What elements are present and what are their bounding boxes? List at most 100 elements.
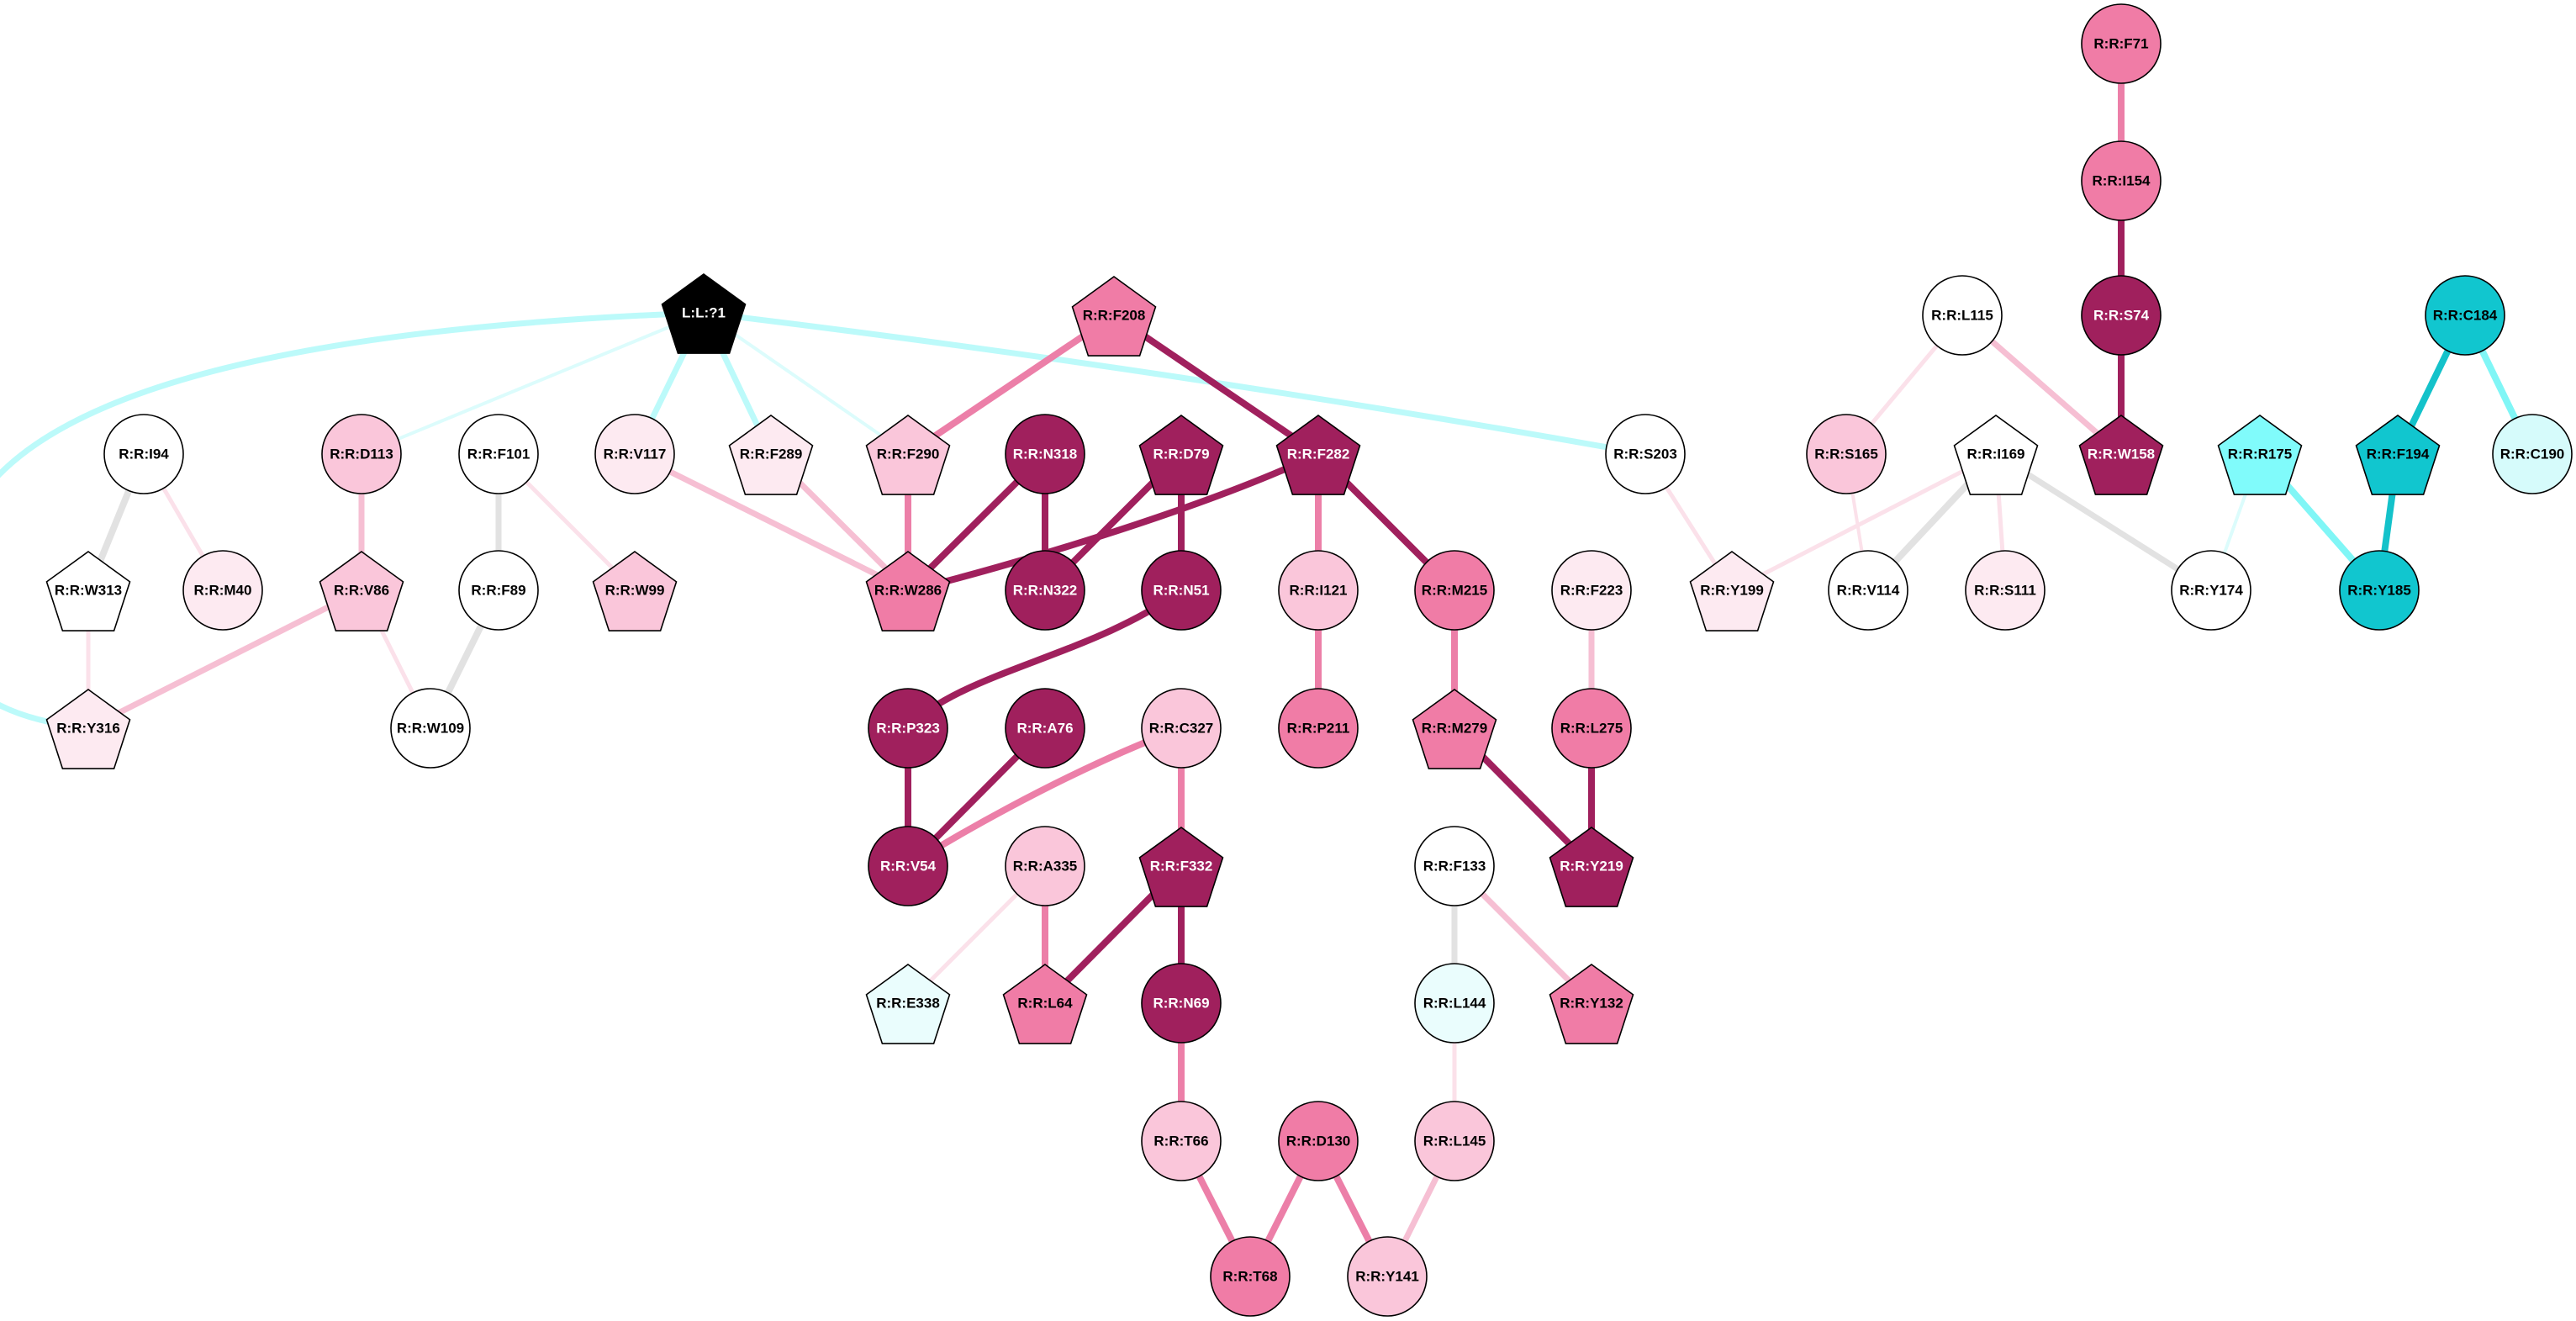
node-r-r-v117[interactable]: R:R:V117 bbox=[594, 414, 675, 494]
node-label: R:R:S111 bbox=[1974, 583, 2036, 599]
node-r-r-v114[interactable]: R:R:V114 bbox=[1828, 550, 1908, 631]
node-r-r-i121[interactable]: R:R:I121 bbox=[1278, 550, 1359, 631]
node-r-r-v54[interactable]: R:R:V54 bbox=[868, 826, 948, 906]
node-label: R:R:N69 bbox=[1153, 996, 1209, 1012]
node-r-r-f282[interactable]: R:R:F282 bbox=[1275, 415, 1361, 495]
node-r-r-n51[interactable]: R:R:N51 bbox=[1141, 550, 1222, 631]
node-r-r-n322[interactable]: R:R:N322 bbox=[1005, 550, 1085, 631]
node-label: R:R:V54 bbox=[880, 859, 937, 875]
node-r-r-w158[interactable]: R:R:W158 bbox=[2078, 415, 2164, 495]
node-r-r-f289[interactable]: R:R:F289 bbox=[728, 415, 814, 495]
node-r-r-f101[interactable]: R:R:F101 bbox=[458, 414, 539, 494]
node-r-r-f332[interactable]: R:R:F332 bbox=[1138, 827, 1224, 907]
node-label: R:R:F290 bbox=[877, 446, 940, 462]
node-r-r-y174[interactable]: R:R:Y174 bbox=[2171, 550, 2251, 631]
node-circle-shape bbox=[2339, 550, 2420, 631]
node-r-r-f194[interactable]: R:R:F194 bbox=[2355, 415, 2441, 495]
node-r-r-t68[interactable]: R:R:T68 bbox=[1210, 1236, 1291, 1317]
node-label: R:R:M215 bbox=[1422, 583, 1487, 599]
node-circle-shape bbox=[1005, 550, 1085, 631]
node-label: R:R:Y219 bbox=[1560, 859, 1623, 875]
node-r-r-c184[interactable]: R:R:C184 bbox=[2425, 275, 2505, 356]
node-r-r-y316[interactable]: R:R:Y316 bbox=[45, 689, 131, 769]
node-r-r-p211[interactable]: R:R:P211 bbox=[1278, 688, 1359, 769]
node-r-r-y141[interactable]: R:R:Y141 bbox=[1347, 1236, 1428, 1317]
node-label: L:L:?1 bbox=[682, 305, 726, 321]
node-r-r-c190[interactable]: R:R:C190 bbox=[2492, 414, 2573, 494]
node-r-r-w109[interactable]: R:R:W109 bbox=[390, 688, 471, 769]
node-r-r-t66[interactable]: R:R:T66 bbox=[1141, 1101, 1222, 1181]
node-r-r-n318[interactable]: R:R:N318 bbox=[1005, 414, 1085, 494]
node-pentagon-shape bbox=[592, 551, 678, 631]
node-r-r-e338[interactable]: R:R:E338 bbox=[865, 964, 951, 1044]
node-pentagon-shape bbox=[728, 415, 814, 495]
node-label: R:R:V114 bbox=[1837, 583, 1900, 599]
node-r-r-y132[interactable]: R:R:Y132 bbox=[1549, 964, 1634, 1044]
node-circle-shape bbox=[868, 688, 948, 769]
node-r-r-s111[interactable]: R:R:S111 bbox=[1965, 550, 2045, 631]
node-r-r-m215[interactable]: R:R:M215 bbox=[1414, 550, 1495, 631]
node-r-r-l145[interactable]: R:R:L145 bbox=[1414, 1101, 1495, 1181]
node-r-r-l144[interactable]: R:R:L144 bbox=[1414, 963, 1495, 1044]
edge-l-l-1-to-r-r-s203 bbox=[700, 309, 1649, 457]
node-label: R:R:W313 bbox=[55, 583, 122, 599]
node-circle-shape bbox=[1828, 550, 1908, 631]
node-label: R:R:I154 bbox=[2093, 173, 2151, 189]
node-r-r-d79[interactable]: R:R:D79 bbox=[1138, 415, 1224, 495]
node-pentagon-shape bbox=[319, 551, 404, 631]
node-circle-shape bbox=[1141, 1101, 1222, 1181]
node-r-r-s74[interactable]: R:R:S74 bbox=[2081, 275, 2162, 356]
node-r-r-f71[interactable]: R:R:F71 bbox=[2081, 3, 2162, 84]
node-r-r-m279[interactable]: R:R:M279 bbox=[1412, 689, 1497, 769]
node-circle-shape bbox=[1965, 550, 2045, 631]
edge-r-r-f208-to-r-r-f290 bbox=[905, 312, 1117, 457]
node-circle-shape bbox=[321, 414, 402, 494]
node-r-r-f133[interactable]: R:R:F133 bbox=[1414, 826, 1495, 906]
node-r-r-w286[interactable]: R:R:W286 bbox=[865, 551, 951, 631]
node-label: R:R:W286 bbox=[874, 583, 942, 599]
node-pentagon-shape bbox=[1412, 689, 1497, 769]
node-circle-shape bbox=[2425, 275, 2505, 356]
node-r-r-l64[interactable]: R:R:L64 bbox=[1002, 964, 1088, 1044]
node-r-r-y185[interactable]: R:R:Y185 bbox=[2339, 550, 2420, 631]
node-r-r-c327[interactable]: R:R:C327 bbox=[1141, 688, 1222, 769]
node-r-r-m40[interactable]: R:R:M40 bbox=[182, 550, 263, 631]
node-r-r-y199[interactable]: R:R:Y199 bbox=[1689, 551, 1775, 631]
node-r-r-i169[interactable]: R:R:I169 bbox=[1953, 415, 2039, 495]
node-r-r-f208[interactable]: R:R:F208 bbox=[1071, 276, 1157, 357]
node-r-r-y219[interactable]: R:R:Y219 bbox=[1549, 827, 1634, 907]
node-r-r-i94[interactable]: R:R:I94 bbox=[103, 414, 184, 494]
node-r-r-s203[interactable]: R:R:S203 bbox=[1605, 414, 1686, 494]
node-circle-shape bbox=[1806, 414, 1887, 494]
node-label: R:R:A335 bbox=[1013, 859, 1078, 875]
node-r-r-r175[interactable]: R:R:R175 bbox=[2217, 415, 2303, 495]
node-r-r-f89[interactable]: R:R:F89 bbox=[458, 550, 539, 631]
node-r-r-f223[interactable]: R:R:F223 bbox=[1551, 550, 1632, 631]
node-r-r-n69[interactable]: R:R:N69 bbox=[1141, 963, 1222, 1044]
node-pentagon-shape bbox=[1275, 415, 1361, 495]
node-label: R:R:V86 bbox=[334, 583, 389, 599]
node-r-r-w99[interactable]: R:R:W99 bbox=[592, 551, 678, 631]
node-r-r-l115[interactable]: R:R:L115 bbox=[1922, 275, 2003, 356]
node-pentagon-shape bbox=[865, 415, 951, 495]
node-r-r-s165[interactable]: R:R:S165 bbox=[1806, 414, 1887, 494]
node-pentagon-shape bbox=[1002, 964, 1088, 1044]
node-l-l-1[interactable]: L:L:?1 bbox=[661, 273, 747, 354]
node-r-r-d113[interactable]: R:R:D113 bbox=[321, 414, 402, 494]
node-label: R:R:C327 bbox=[1149, 721, 1214, 737]
node-r-r-i154[interactable]: R:R:I154 bbox=[2081, 140, 2162, 221]
node-r-r-a335[interactable]: R:R:A335 bbox=[1005, 826, 1085, 906]
node-r-r-w313[interactable]: R:R:W313 bbox=[45, 551, 131, 631]
node-r-r-l275[interactable]: R:R:L275 bbox=[1551, 688, 1632, 769]
node-label: R:R:N51 bbox=[1153, 583, 1209, 599]
node-label: R:R:V117 bbox=[604, 446, 667, 462]
node-pentagon-shape bbox=[1071, 276, 1157, 357]
node-circle-shape bbox=[1278, 1101, 1359, 1181]
node-r-r-a76[interactable]: R:R:A76 bbox=[1005, 688, 1085, 769]
node-r-r-f290[interactable]: R:R:F290 bbox=[865, 415, 951, 495]
node-label: R:R:C184 bbox=[2433, 308, 2498, 324]
node-r-r-p323[interactable]: R:R:P323 bbox=[868, 688, 948, 769]
node-pentagon-shape bbox=[865, 964, 951, 1044]
node-r-r-v86[interactable]: R:R:V86 bbox=[319, 551, 404, 631]
node-r-r-d130[interactable]: R:R:D130 bbox=[1278, 1101, 1359, 1181]
